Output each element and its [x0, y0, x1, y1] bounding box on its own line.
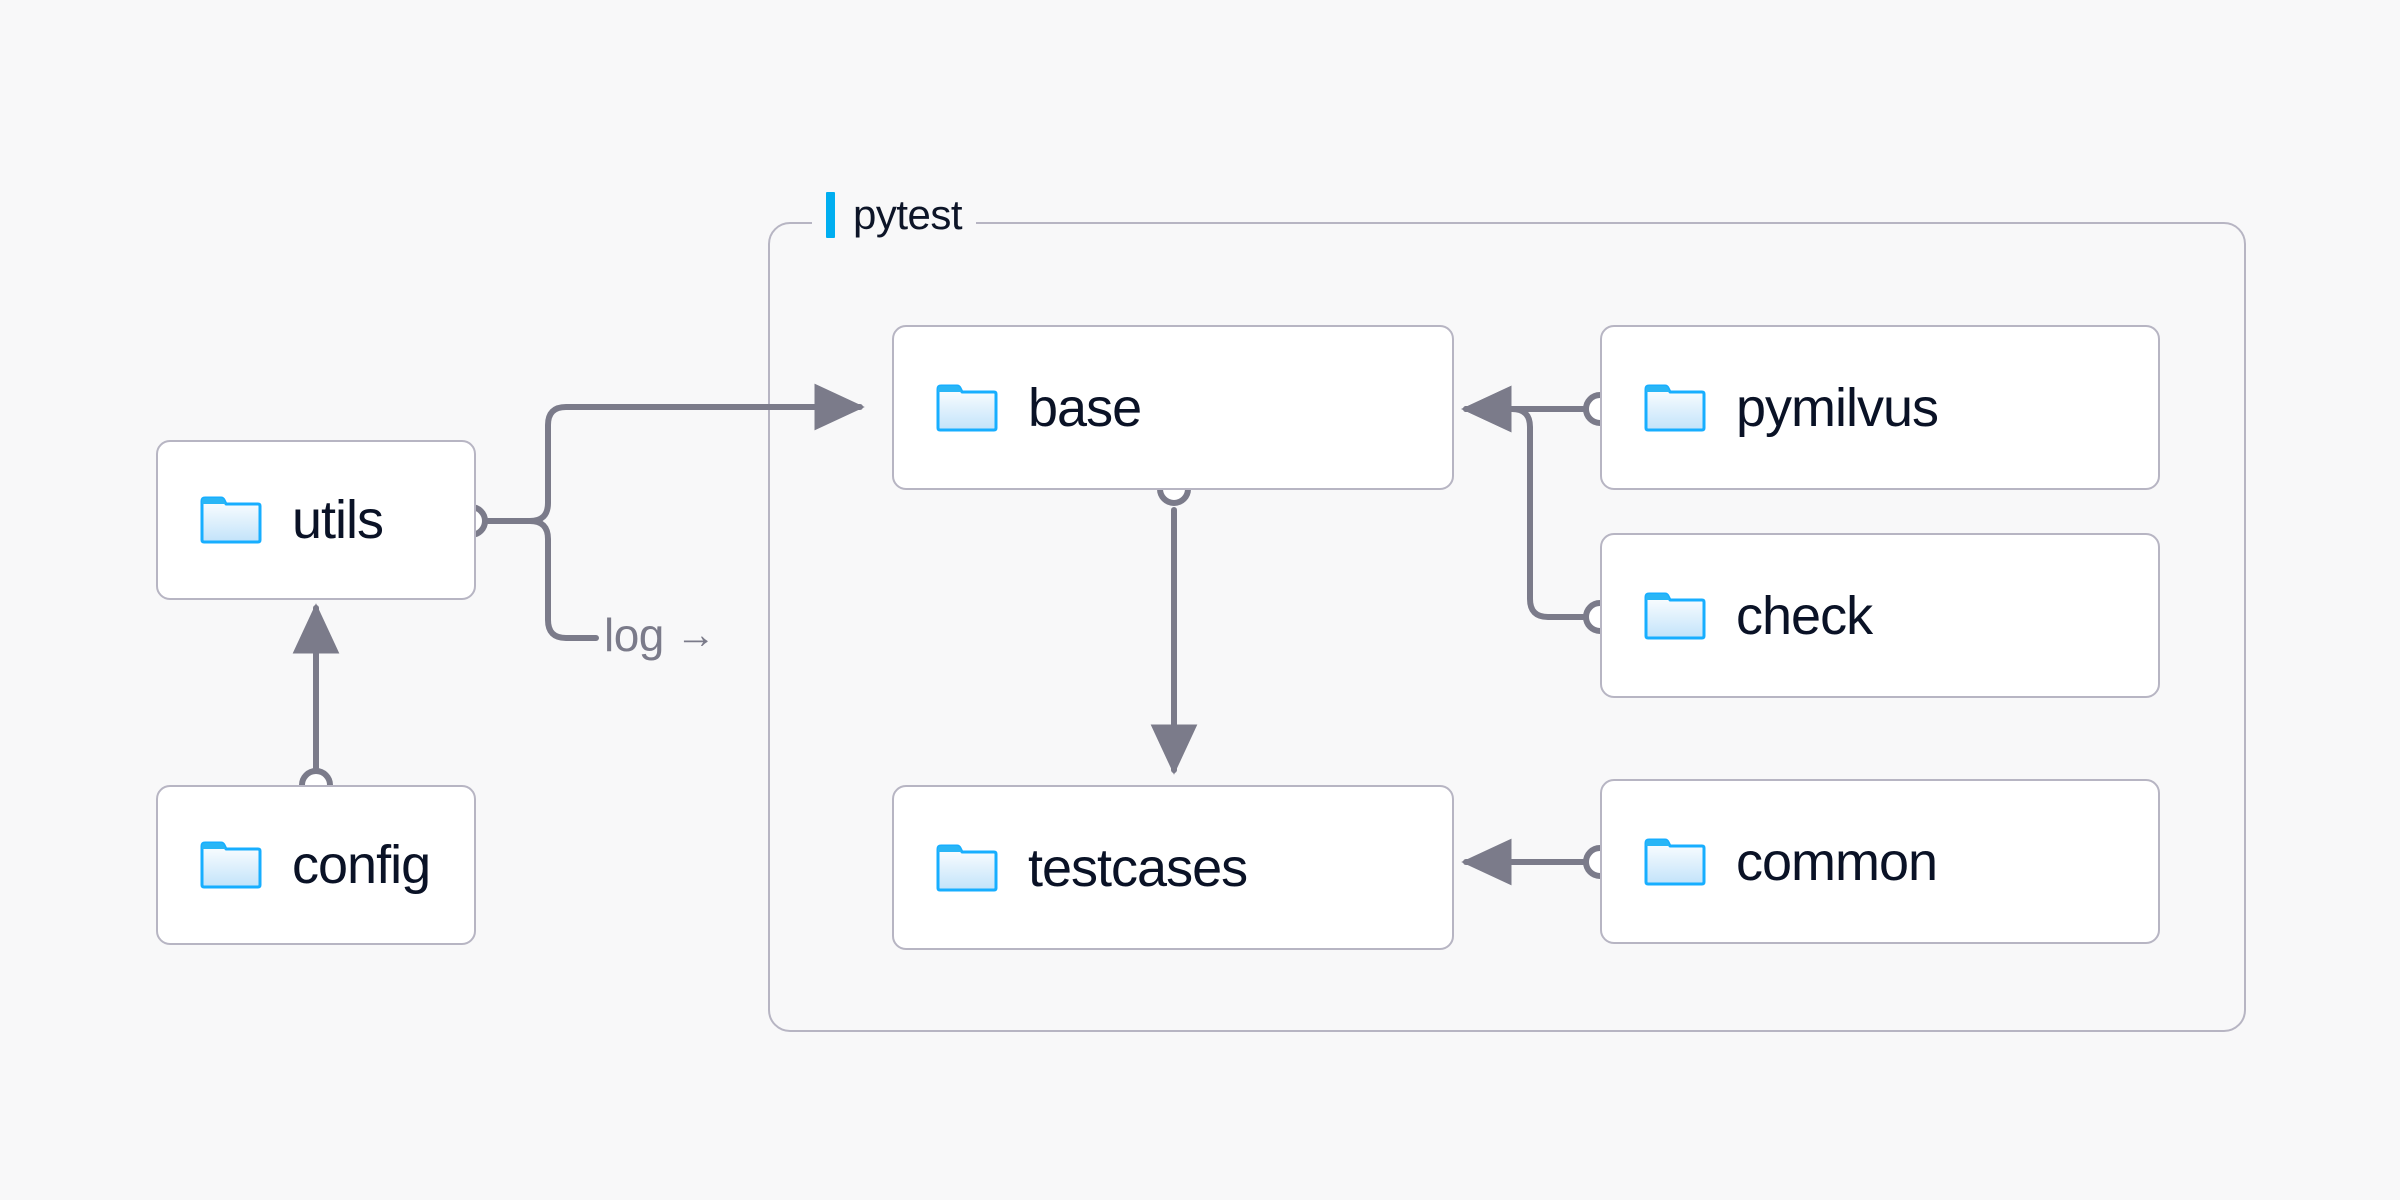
folder-icon [1644, 592, 1706, 639]
node-base[interactable]: base [892, 325, 1454, 490]
arrow-right-icon: → [675, 613, 716, 657]
node-check[interactable]: check [1600, 533, 2160, 698]
group-title: pytest [853, 191, 963, 238]
folder-icon [1644, 838, 1706, 885]
folder-icon [936, 384, 998, 431]
folder-icon [200, 841, 262, 889]
node-common[interactable]: common [1600, 779, 2160, 944]
group-pytest-label: pytest [812, 188, 977, 242]
group-accent-bar [826, 192, 835, 238]
node-testcases[interactable]: testcases [892, 785, 1454, 950]
node-config[interactable]: config [156, 785, 476, 945]
wire-utils-log [527, 518, 599, 641]
edge-label-log: log → [604, 608, 716, 662]
node-utils-label: utils [292, 490, 384, 550]
node-common-label: common [1736, 831, 1938, 892]
folder-icon [1644, 384, 1706, 431]
node-config-label: config [292, 835, 431, 895]
edge-label-log-text: log [604, 609, 664, 661]
folder-icon [936, 844, 998, 891]
group-pytest[interactable] [768, 222, 2246, 1032]
node-pymilvus-label: pymilvus [1736, 377, 1939, 438]
folder-icon [200, 496, 262, 544]
node-testcases-label: testcases [1028, 837, 1248, 898]
node-utils[interactable]: utils [156, 440, 476, 600]
node-check-label: check [1736, 585, 1873, 646]
node-pymilvus[interactable]: pymilvus [1600, 325, 2160, 490]
node-base-label: base [1028, 377, 1142, 438]
